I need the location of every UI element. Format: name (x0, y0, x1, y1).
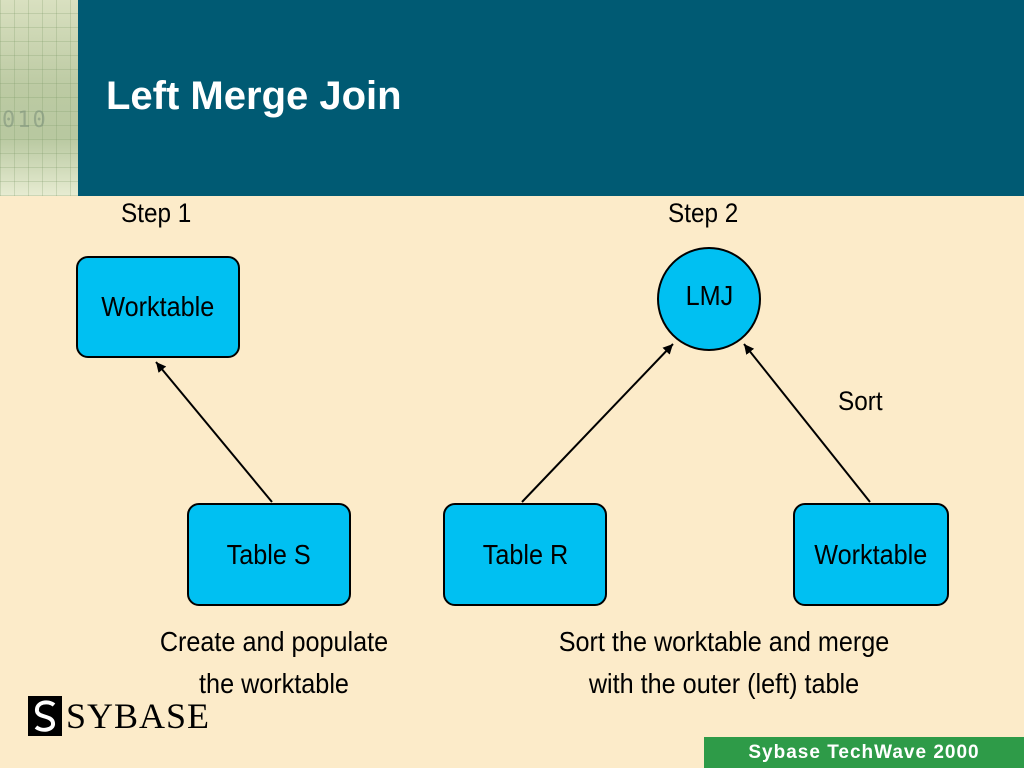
step1-label: Step 1 (121, 198, 192, 228)
sybase-logo: SYBASE (28, 694, 210, 738)
corner-grid (0, 0, 78, 196)
lmj-node-label: LMJ (685, 280, 733, 311)
step2-caption-line1: Sort the worktable and merge (558, 626, 890, 657)
title-bar: 010 Left Merge Join (0, 0, 1024, 196)
arrow-table-r-to-lmj (521, 343, 674, 503)
techwave-footer-text: Sybase TechWave 2000 (748, 741, 980, 763)
step1-caption-line1: Create and populate (159, 626, 389, 657)
step2-caption-line2: with the outer (left) table (588, 668, 860, 699)
corner-decoration: 010 (0, 0, 78, 196)
slide-title: Left Merge Join (106, 74, 402, 118)
worktable-node-step2: Worktable (793, 503, 949, 606)
corner-binary-digits: 010 (2, 108, 48, 133)
step2-label: Step 2 (668, 198, 739, 228)
table-s-node-label: Table S (226, 538, 312, 570)
lmj-node: LMJ (657, 247, 761, 351)
table-r-node-label: Table R (482, 538, 568, 570)
arrow-table-s-to-worktable (155, 361, 273, 503)
worktable-node-step1: Worktable (76, 256, 240, 358)
worktable-node-step2-label: Worktable (814, 538, 928, 570)
step1-caption-line2: the worktable (199, 668, 349, 699)
techwave-footer-band: Sybase TechWave 2000 (704, 737, 1024, 768)
sybase-logo-text: SYBASE (66, 696, 211, 736)
table-r-node: Table R (443, 503, 607, 606)
arrow-worktable-to-lmj (743, 343, 871, 503)
sybase-logo-icon (28, 696, 62, 736)
step1-caption: Create and populate the worktable (124, 621, 424, 705)
step2-caption: Sort the worktable and merge with the ou… (514, 621, 934, 705)
sort-label: Sort (838, 386, 883, 416)
table-s-node: Table S (187, 503, 351, 606)
worktable-node-step1-label: Worktable (101, 291, 215, 322)
